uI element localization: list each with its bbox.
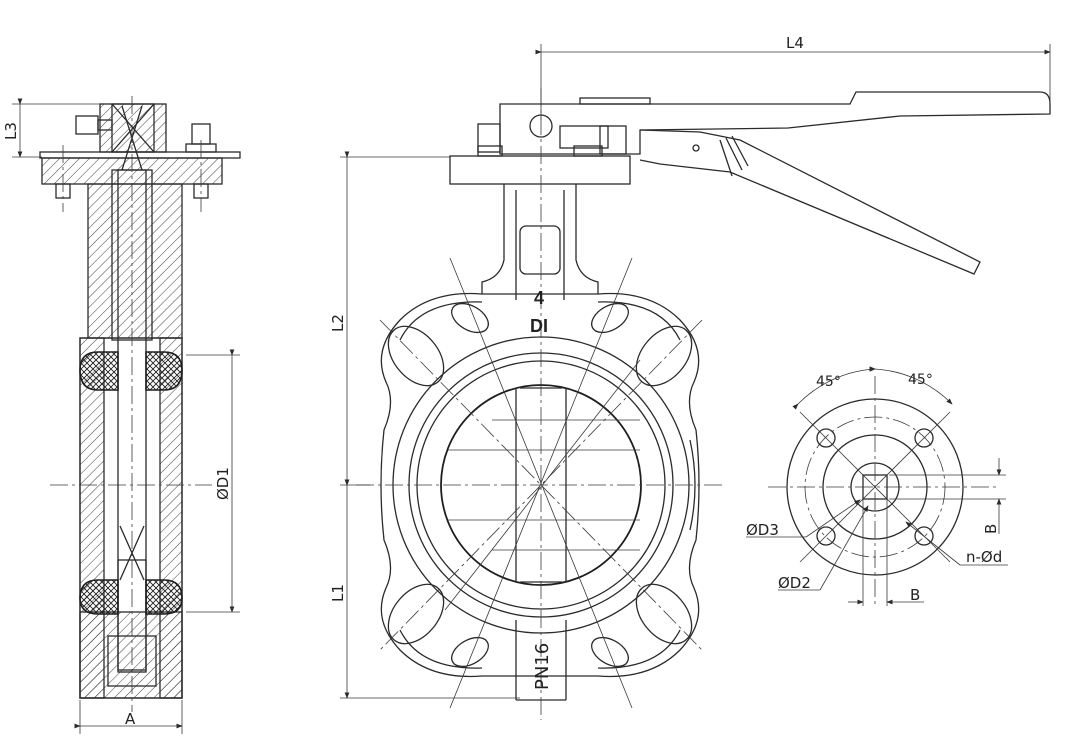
neck [87, 183, 183, 339]
label-B-bottom: B [910, 586, 920, 604]
front-view: L4 [329, 34, 1051, 720]
bolt-hole-2 [914, 428, 934, 448]
lug-hole-tr [635, 325, 693, 387]
label-angle-right: 45° [908, 372, 933, 388]
lug-hole-bl [387, 583, 445, 645]
body-pressure-text: PN16 [532, 643, 553, 690]
flange-pattern-view: 45° 45° B B ØD3 ØD2 n-Ød [746, 366, 1008, 608]
lug-hole-tl [387, 325, 445, 387]
body-material-text: DI [530, 316, 548, 336]
bolt-hole-4 [914, 526, 934, 546]
seal-top-left [79, 351, 119, 391]
body-outline [380, 292, 700, 678]
handle-spring [719, 135, 749, 177]
label-nd: n-Ød [966, 548, 1002, 566]
label-angle-left: 45° [816, 374, 841, 390]
dim-D1: ØD1 [186, 349, 240, 613]
dim-A: A [74, 700, 183, 734]
label-D2: ØD2 [778, 574, 811, 592]
seal-bottom-left [79, 579, 119, 615]
label-B-right: B [982, 524, 1000, 534]
lug-hole-br [635, 583, 693, 645]
mounting-plate [39, 151, 241, 159]
handle-trigger [639, 129, 981, 275]
seal-bottom-right [145, 579, 183, 615]
label-L4: L4 [786, 34, 804, 52]
bolt-hole-1 [816, 428, 836, 448]
label-A: A [125, 710, 136, 728]
label-L1: L1 [329, 584, 347, 602]
stem-nut [529, 114, 553, 138]
bottom-cap [79, 611, 183, 699]
handle-lever [499, 91, 1051, 155]
front-neck [481, 184, 599, 294]
label-D1: ØD1 [214, 467, 232, 500]
label-L3: L3 [2, 122, 20, 140]
side-section-view: L3 [2, 96, 241, 734]
bolt-hole-3 [816, 526, 836, 546]
dim-L4: L4 [535, 34, 1051, 120]
label-D3: ØD3 [746, 521, 779, 539]
body-size-text: 4 [534, 288, 544, 308]
top-bolt-left [75, 115, 99, 135]
seal-top-right [145, 351, 183, 391]
label-L2: L2 [329, 314, 347, 332]
front-top-flange [449, 155, 631, 185]
dim-L2-L1: L2 L1 [329, 151, 520, 699]
